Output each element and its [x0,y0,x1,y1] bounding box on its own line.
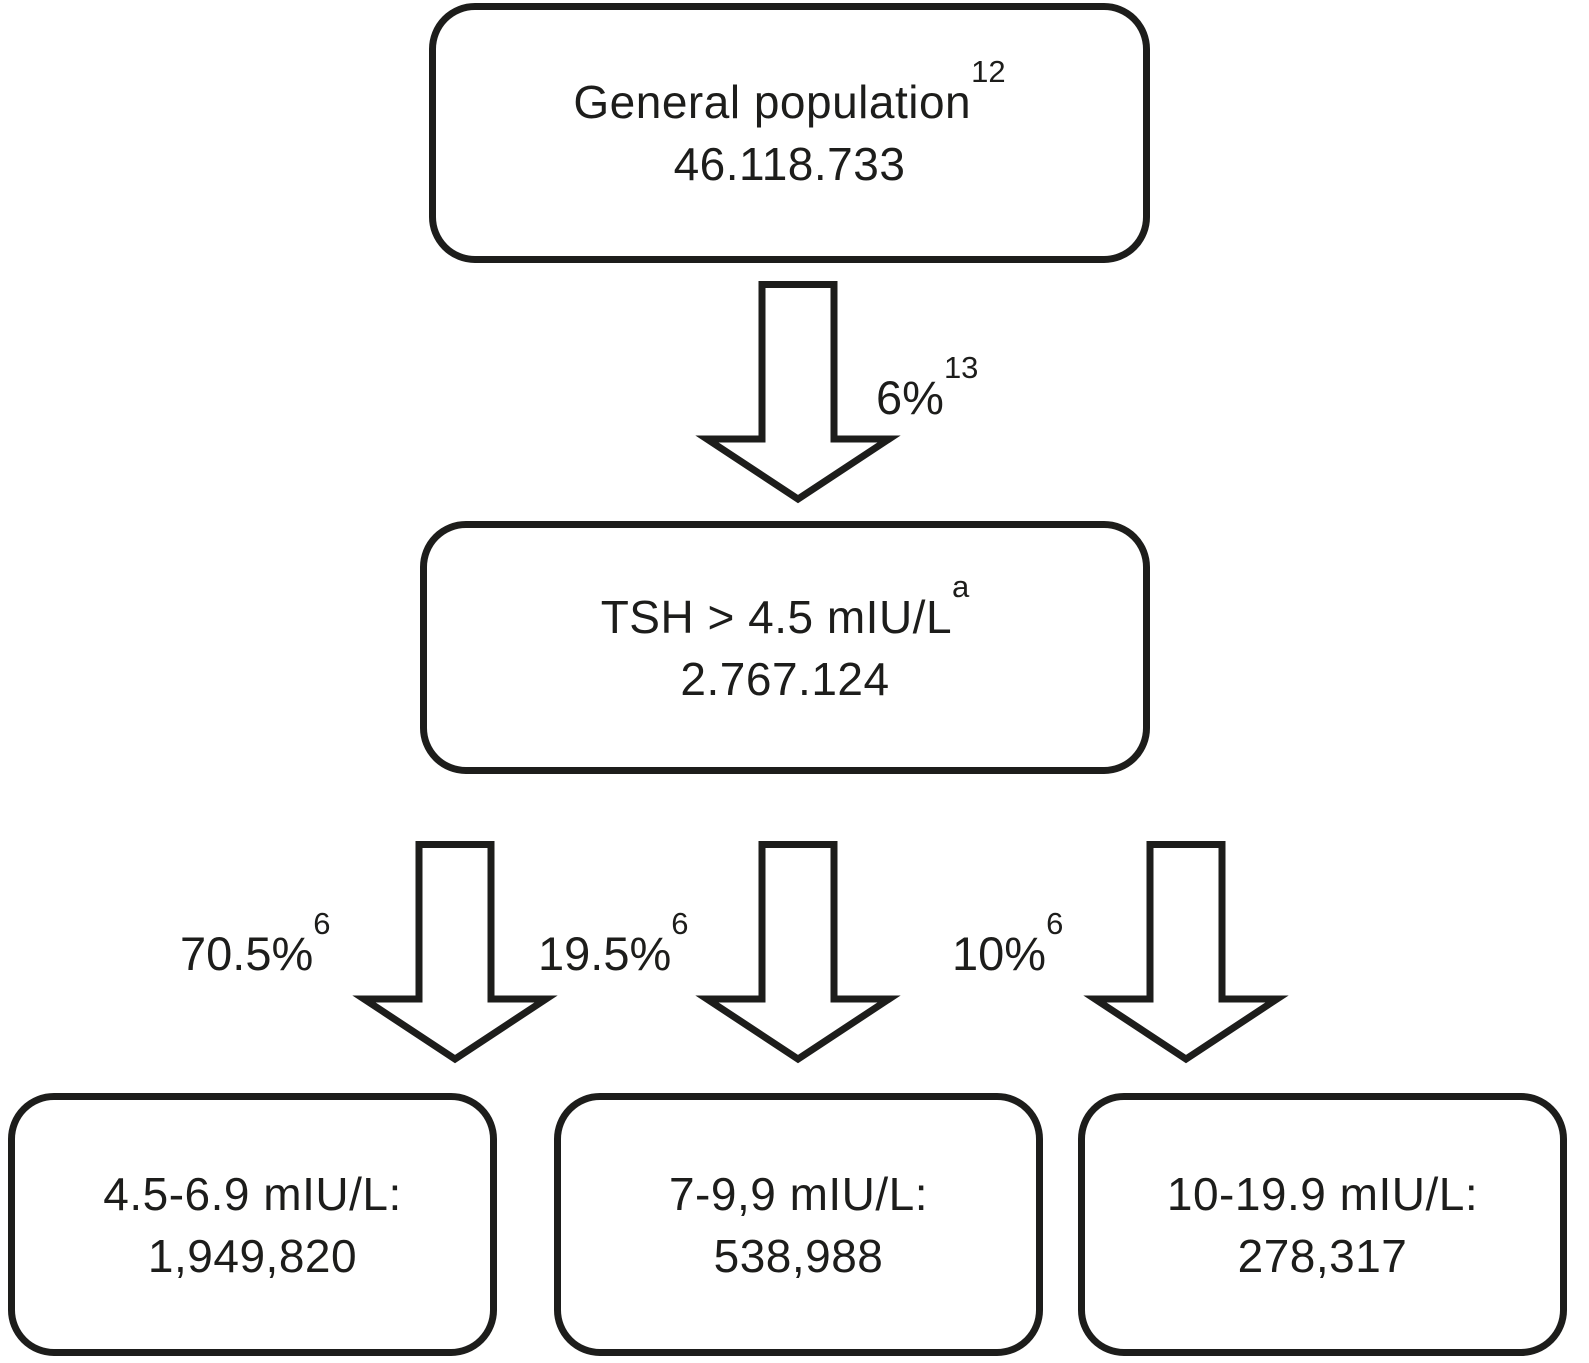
node-tsh-elevated-label: TSH > 4.5 mIU/La [600,568,970,643]
arrow-label-70-5-percent: 70.5%6 [180,906,331,980]
node-range-moderate-label: 7-9,9 mIU/L: [668,1167,929,1220]
reference-superscript: 6 [671,906,689,942]
node-general-population-value: 46.118.733 [673,138,906,190]
node-range-mild-label: 4.5-6.9 mIU/L: [103,1167,402,1220]
reference-superscript: 13 [943,350,979,386]
down-arrow-icon [695,841,901,1067]
arrow-label-6-percent: 6%13 [876,350,979,424]
node-tsh-elevated-value: 2.767.124 [680,652,890,705]
arrow-label-10-percent: 10%6 [952,906,1064,980]
node-range-mild-value: 1,949,820 [147,1229,358,1282]
down-arrow-icon [1083,841,1289,1067]
down-arrow-icon [352,841,558,1067]
node-range-severe: 10-19.9 mIU/L: 278,317 [1078,1093,1567,1356]
node-range-mild: 4.5-6.9 mIU/L: 1,949,820 [8,1093,497,1356]
node-range-moderate-value: 538,988 [713,1229,884,1282]
node-tsh-elevated: TSH > 4.5 mIU/La 2.767.124 [420,521,1150,774]
node-general-population-label: General population12 [573,54,1006,128]
reference-superscript: a [952,568,970,604]
reference-superscript: 6 [313,906,331,942]
node-range-severe-value: 278,317 [1237,1229,1408,1282]
down-arrow-icon [695,281,901,507]
arrow-label-19-5-percent: 19.5%6 [538,906,689,980]
node-general-population: General population12 46.118.733 [429,3,1150,263]
node-range-severe-label: 10-19.9 mIU/L: [1166,1167,1479,1220]
reference-superscript: 12 [971,54,1006,90]
node-range-moderate: 7-9,9 mIU/L: 538,988 [554,1093,1043,1356]
reference-superscript: 6 [1046,906,1064,942]
